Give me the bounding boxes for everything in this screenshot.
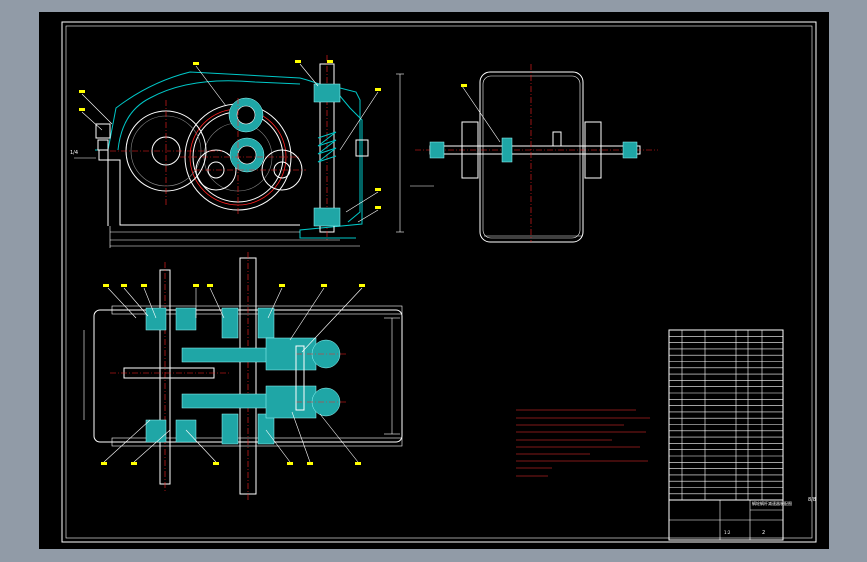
callout-number-mark — [375, 206, 381, 209]
revision: 2 — [762, 530, 766, 536]
callout-number-mark — [193, 62, 199, 65]
drawing-title: 蜗轮蜗杆减速器装配图 — [752, 501, 792, 506]
drawing-border — [61, 21, 817, 543]
callout-number-mark — [131, 462, 137, 465]
callout-number-mark — [287, 462, 293, 465]
callout-number-mark — [307, 462, 313, 465]
scale: 1:2 — [724, 530, 731, 535]
callout-number-mark — [141, 284, 147, 287]
housing-outline — [95, 71, 363, 239]
callout-number-mark — [375, 88, 381, 91]
side-view — [396, 64, 658, 243]
inner-border — [65, 25, 813, 539]
stage-label: 1/4 — [70, 150, 79, 156]
callout-number-mark — [295, 60, 301, 63]
upper-bearing — [313, 83, 341, 103]
page-mark: 8/8 — [808, 497, 817, 503]
side-housing — [479, 71, 584, 243]
parts-list — [668, 329, 784, 541]
plan-section-view — [83, 252, 403, 500]
drawing-sheet — [39, 12, 829, 549]
lower-bearing — [313, 207, 341, 227]
callout-number-mark — [101, 462, 107, 465]
callout-number-mark — [375, 188, 381, 191]
technical-notes — [516, 409, 650, 477]
callout-number-mark — [79, 108, 85, 111]
callout-number-mark — [279, 284, 285, 287]
callout-number-mark — [461, 84, 467, 87]
front-view — [74, 55, 379, 248]
callout-number-mark — [327, 60, 333, 63]
callout-number-mark — [321, 284, 327, 287]
callout-number-mark — [103, 284, 109, 287]
worm-thread — [317, 131, 337, 163]
callout-number-mark — [121, 284, 127, 287]
callout-number-mark — [207, 284, 213, 287]
callout-number-mark — [213, 462, 219, 465]
callout-number-mark — [355, 462, 361, 465]
callout-number-mark — [193, 284, 199, 287]
callout-number-mark — [359, 284, 365, 287]
callout-number-mark — [79, 90, 85, 93]
